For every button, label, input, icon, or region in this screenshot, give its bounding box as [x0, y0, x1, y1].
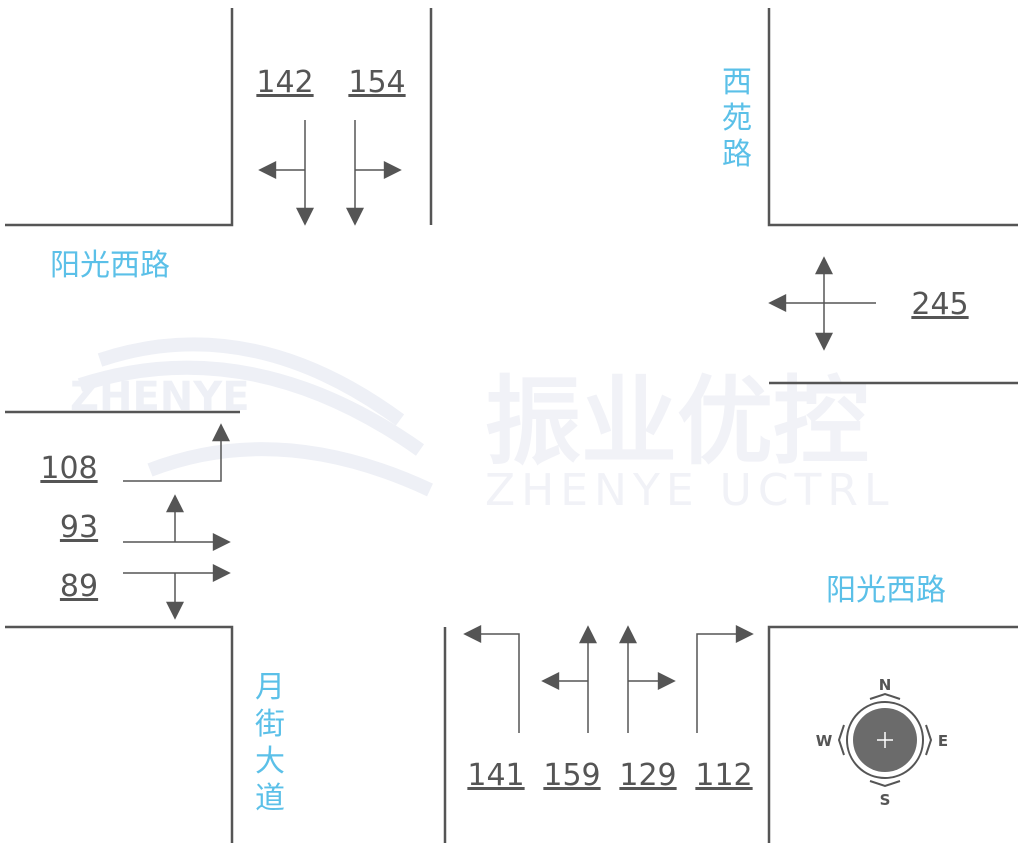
road-edges [5, 8, 1018, 843]
volume-south-4: 112 [695, 758, 752, 793]
watermark: ZHENYE 振业优控 ZHENYE UCTRL [70, 337, 895, 516]
north-lane-2-arrow [346, 120, 402, 226]
north-lane-1-arrow [258, 120, 314, 226]
volume-north-2: 154 [348, 65, 405, 100]
west-lane-1-arrow [123, 423, 230, 482]
road-label-north: 西苑路 [722, 65, 752, 172]
west-lane-2-arrow [123, 494, 231, 551]
volume-west-3: 89 [60, 569, 98, 604]
road-label-west: 阳光西路 [50, 248, 170, 283]
compass-north-label: N [879, 676, 892, 694]
west-lane-3-arrow [123, 564, 231, 620]
compass-east-label: E [938, 732, 948, 750]
east-approach: 245 [768, 256, 969, 351]
volume-east-1: 245 [911, 287, 968, 322]
south-lane-3-arrow [619, 625, 676, 733]
watermark-logo: ZHENYE [70, 337, 433, 497]
curb-ne [767, 8, 1018, 227]
south-lane-2-arrow [541, 625, 597, 733]
compass-south-label: S [880, 791, 891, 809]
south-lane-4-arrow [696, 625, 754, 733]
volume-south-2: 159 [543, 758, 600, 793]
south-lane-1-arrow [463, 625, 520, 733]
road-label-east: 阳光西路 [826, 573, 946, 608]
volume-west-1: 108 [40, 451, 97, 486]
curb-nw [5, 8, 234, 227]
north-approach: 142 154 [256, 65, 406, 226]
watermark-brand: 振业优控 [485, 366, 869, 478]
south-approach: 141 159 129 112 [463, 625, 754, 793]
east-lane-1-arrow [768, 256, 876, 351]
volume-south-3: 129 [619, 758, 676, 793]
curb-sw [5, 625, 234, 843]
curb-se [767, 625, 1018, 843]
west-approach: 108 93 89 [40, 423, 231, 620]
volume-south-1: 141 [467, 758, 524, 793]
watermark-brand-en: ZHENYE UCTRL [485, 465, 895, 516]
volume-north-1: 142 [256, 65, 313, 100]
compass-icon: N S E W [816, 676, 948, 809]
road-label-south: 月街大道 [255, 670, 285, 816]
compass-west-label: W [816, 732, 833, 750]
volume-west-2: 93 [60, 510, 98, 545]
